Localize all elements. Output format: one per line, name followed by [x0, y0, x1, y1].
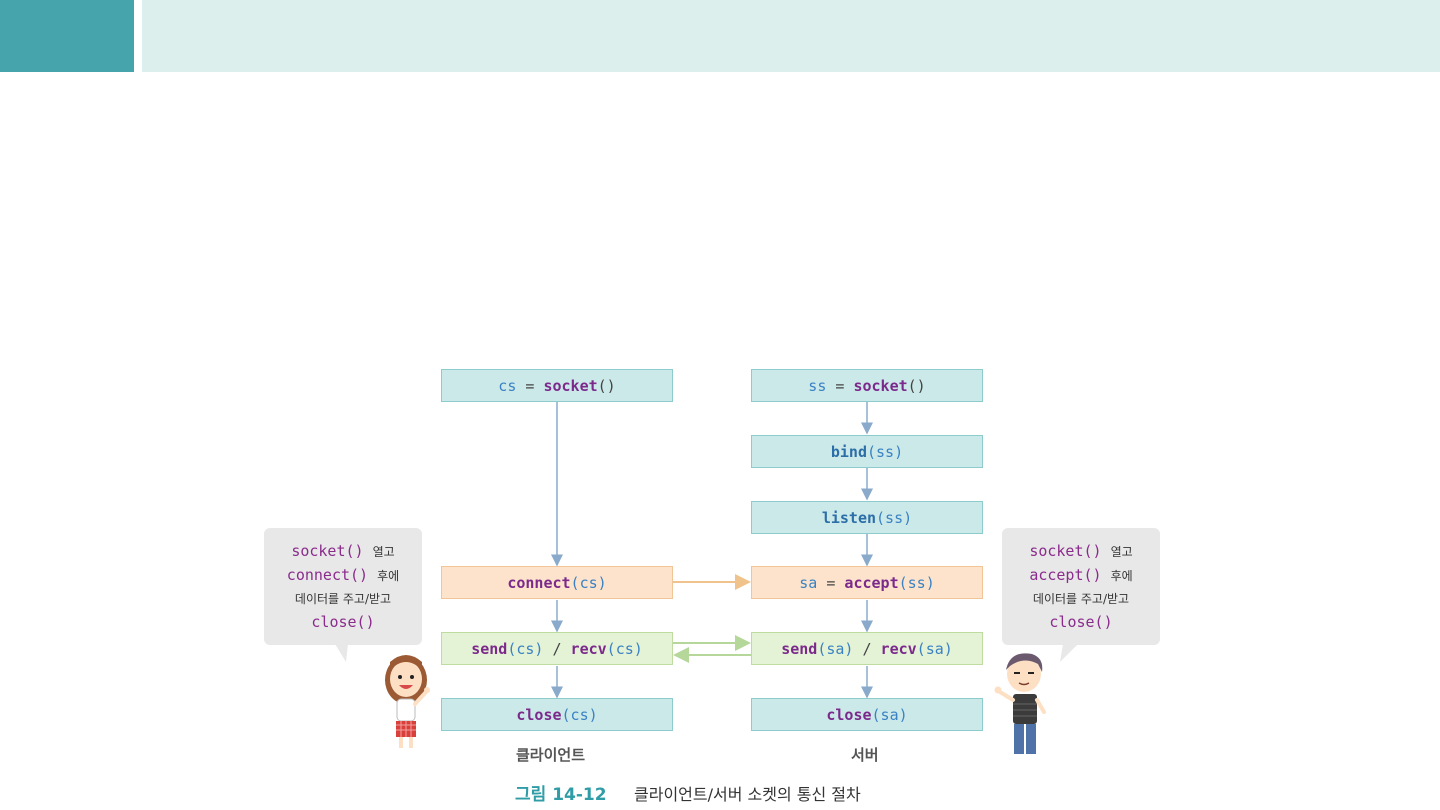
right-bubble-tail: [1060, 644, 1078, 662]
client-bubble-line-2: connect() 후에: [287, 564, 399, 588]
left-bubble-tail: [335, 644, 348, 662]
client-bubble-close: close(): [311, 612, 375, 631]
server-bubble-accept: accept(): [1029, 565, 1102, 584]
server-accept-eq: =: [817, 573, 845, 592]
server-accept-fn: accept: [844, 573, 899, 592]
figure-number: 그림 14-12: [515, 785, 607, 805]
client-send-sep: /: [543, 639, 571, 658]
client-send-args: (cs): [507, 639, 544, 658]
client-speech-bubble: socket() 열고 connect() 후에 데이터를 주고/받고 clos…: [264, 528, 422, 645]
client-bubble-socket: socket(): [291, 541, 364, 560]
client-recv-args: (cs): [606, 639, 643, 658]
client-bubble-after: 후에: [377, 568, 400, 583]
client-send-recv-box: send(cs) / recv(cs): [441, 632, 673, 665]
server-bind-box: bind(ss): [751, 435, 983, 468]
server-close-args: (sa): [871, 705, 908, 724]
server-send-sep: /: [853, 639, 881, 658]
server-send-fn: send: [781, 639, 818, 658]
server-bubble-close: close(): [1049, 612, 1113, 631]
figure-caption: 클라이언트/서버 소켓의 통신 절차: [634, 785, 861, 804]
client-close-fn: close: [516, 705, 562, 724]
server-close-fn: close: [826, 705, 872, 724]
client-bubble-open: 열고: [372, 544, 395, 559]
server-recv-fn: recv: [880, 639, 917, 658]
server-socket-args: (): [907, 376, 926, 395]
server-listen-args: (ss): [876, 508, 913, 527]
server-bubble-after: 후에: [1110, 568, 1133, 583]
header-bar: [142, 0, 1440, 72]
client-character: [385, 655, 430, 748]
server-recv-args: (sa): [916, 639, 953, 658]
server-send-recv-box: send(sa) / recv(sa): [751, 632, 983, 665]
client-bubble-connect: connect(): [286, 565, 369, 584]
server-bubble-line-2: accept() 후에: [1029, 564, 1132, 588]
server-listen-fn: listen: [821, 508, 877, 527]
client-label: 클라이언트: [516, 746, 586, 764]
client-close-args: (cs): [561, 705, 598, 724]
server-character: [994, 653, 1046, 754]
client-connect-box: connect(cs): [441, 566, 673, 599]
server-accept-var: sa: [799, 573, 818, 592]
server-close-box: close(sa): [751, 698, 983, 731]
client-bubble-line-1: socket() 열고: [291, 540, 394, 564]
client-bubble-exchange: 데이터를 주고/받고: [294, 591, 392, 606]
client-socket-var: cs: [498, 376, 517, 395]
server-speech-bubble: socket() 열고 accept() 후에 데이터를 주고/받고 close…: [1002, 528, 1160, 645]
server-bubble-open: 열고: [1110, 544, 1133, 559]
client-socket-eq: =: [516, 376, 544, 395]
client-connect-args: (cs): [570, 573, 607, 592]
client-connect-fn: connect: [507, 573, 571, 592]
server-socket-var: ss: [808, 376, 827, 395]
server-socket-eq: =: [826, 376, 854, 395]
server-listen-box: listen(ss): [751, 501, 983, 534]
server-bind-args: (ss): [867, 442, 904, 461]
server-socket-fn: socket: [853, 376, 908, 395]
client-send-fn: send: [471, 639, 508, 658]
client-socket-fn: socket: [543, 376, 598, 395]
server-bubble-exchange: 데이터를 주고/받고: [1032, 591, 1130, 606]
server-socket-box: ss = socket(): [751, 369, 983, 402]
client-recv-fn: recv: [570, 639, 607, 658]
client-close-box: close(cs): [441, 698, 673, 731]
client-socket-box: cs = socket(): [441, 369, 673, 402]
server-accept-args: (ss): [898, 573, 935, 592]
server-accept-box: sa = accept(ss): [751, 566, 983, 599]
server-label: 서버: [851, 746, 879, 764]
server-bubble-socket: socket(): [1029, 541, 1102, 560]
server-bind-fn: bind: [830, 442, 867, 461]
client-socket-args: (): [597, 376, 616, 395]
header-accent-block: [0, 0, 134, 72]
server-bubble-line-1: socket() 열고: [1029, 540, 1132, 564]
server-send-args: (sa): [817, 639, 854, 658]
